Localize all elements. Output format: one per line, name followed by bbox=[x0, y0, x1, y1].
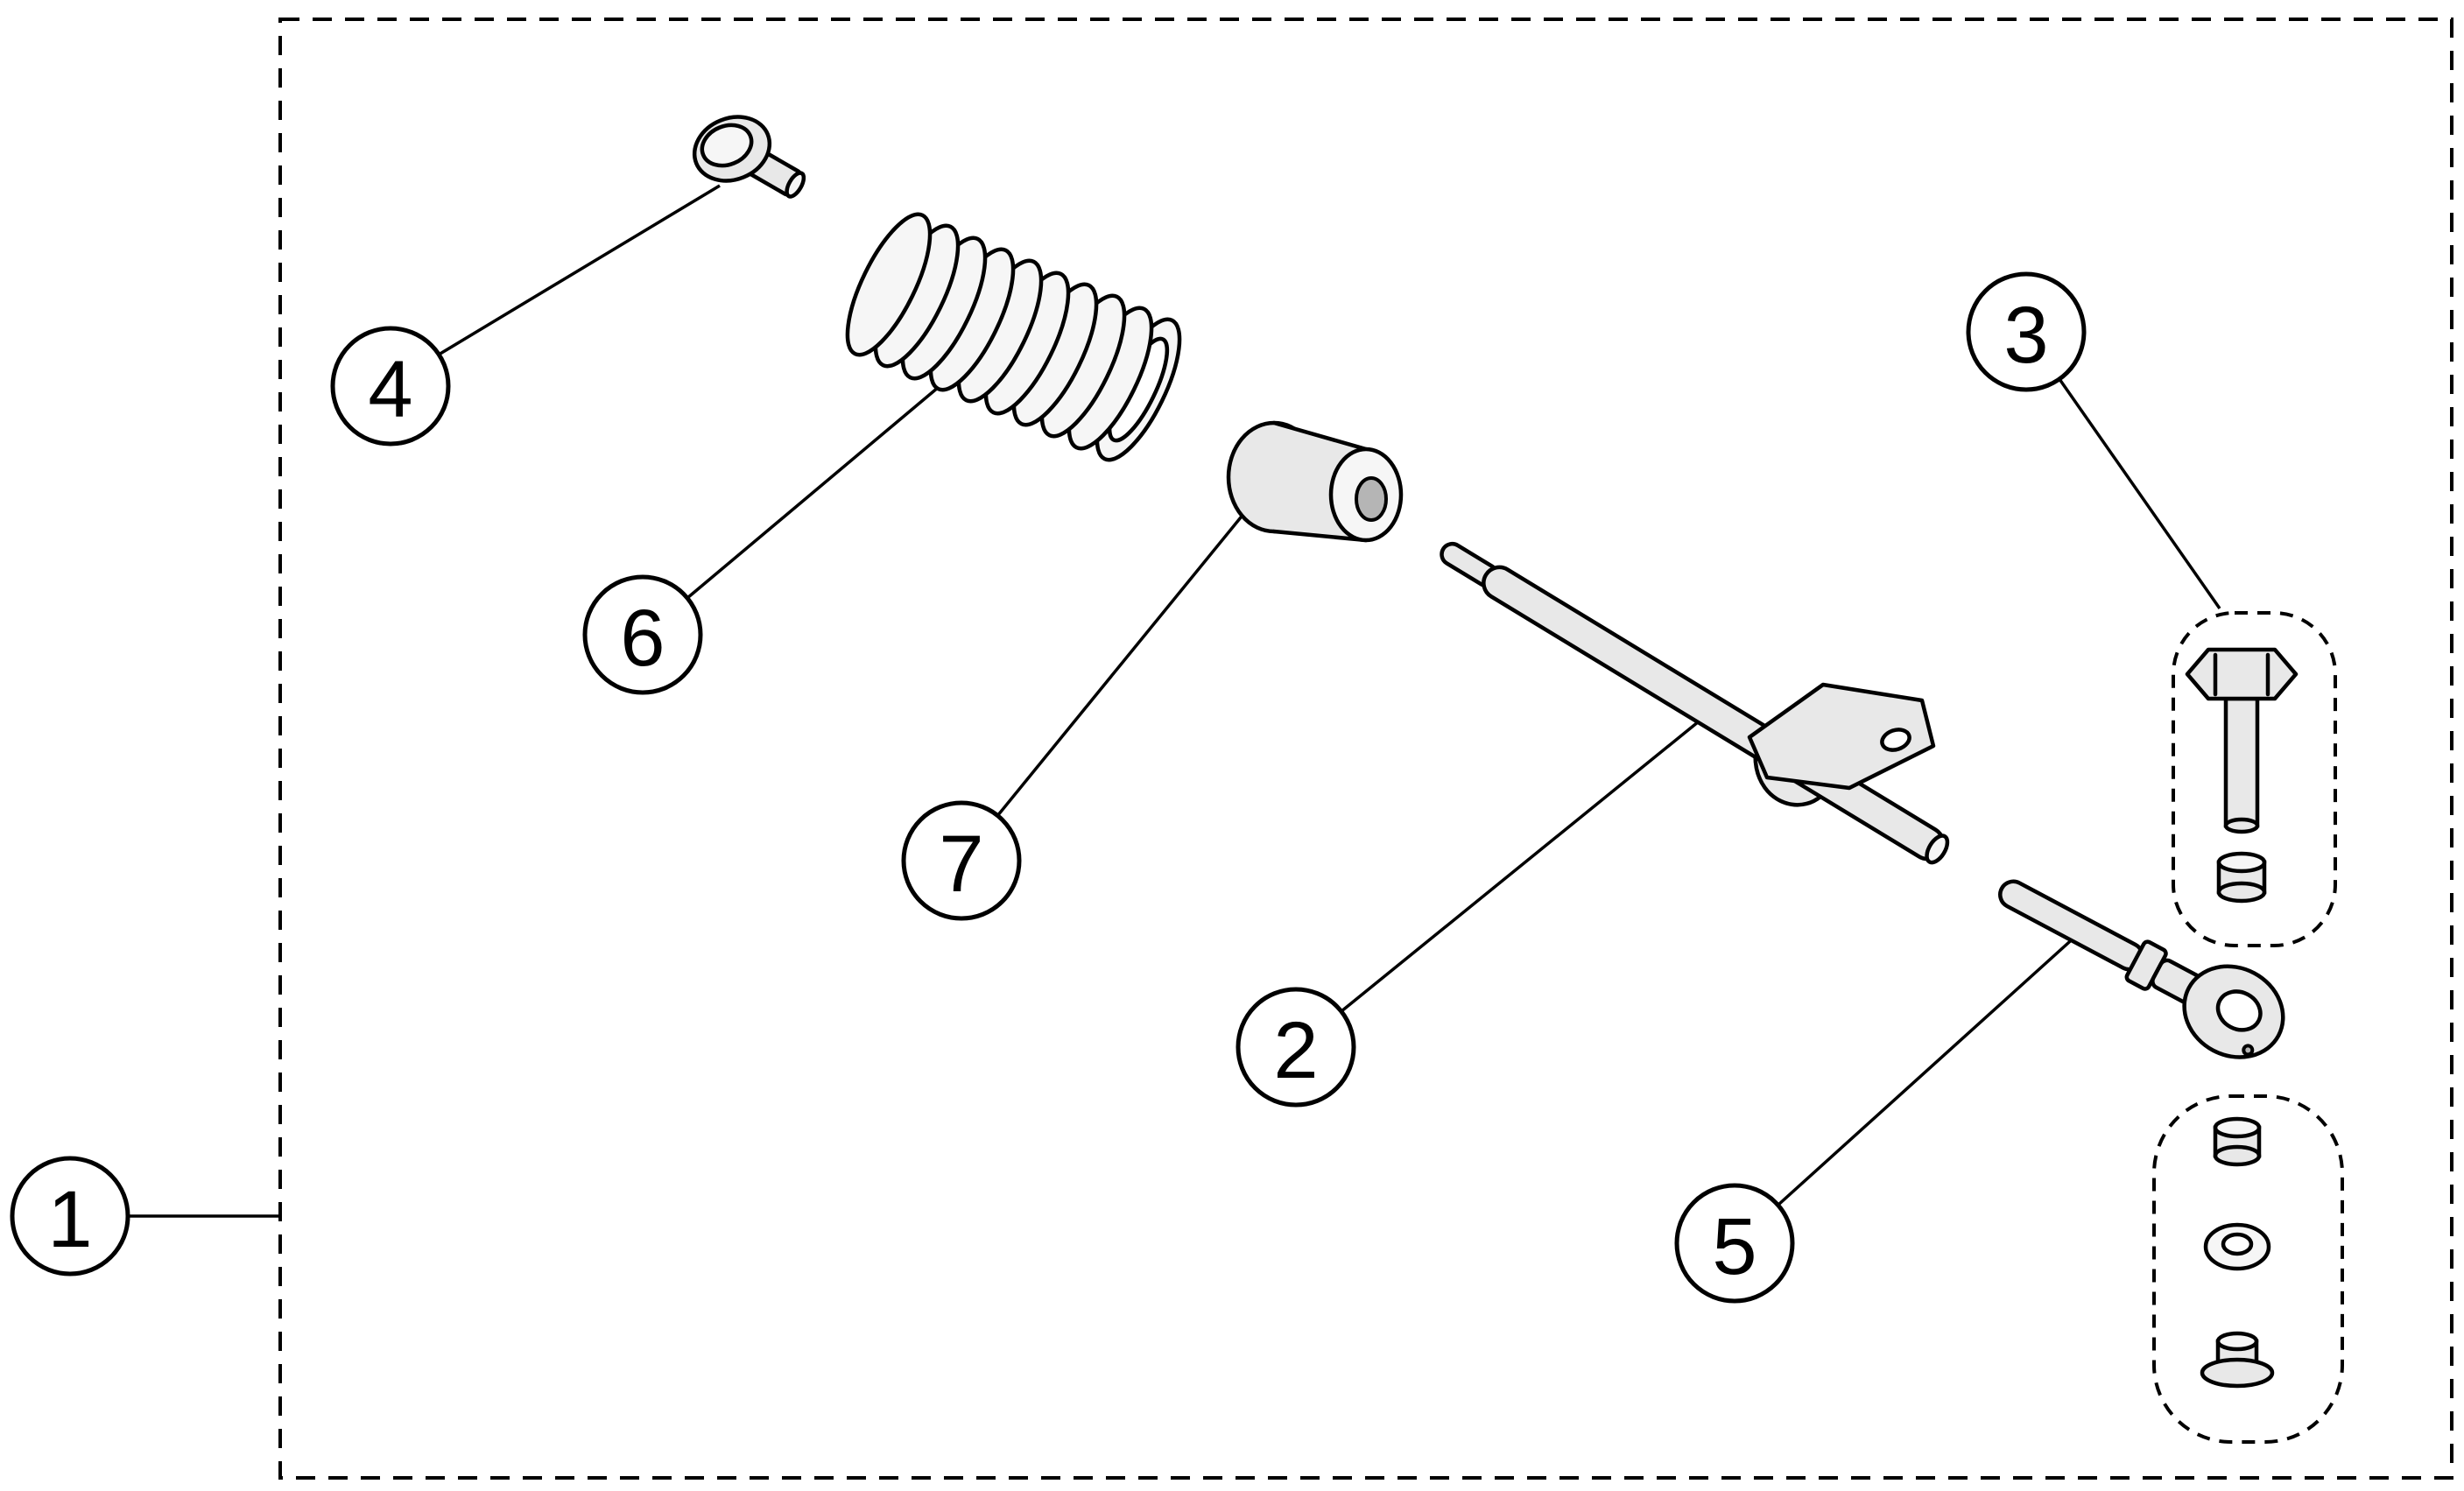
callout-2-label: 2 bbox=[1273, 1006, 1318, 1095]
bracket-plate bbox=[1747, 682, 1936, 791]
leader-line-4 bbox=[438, 184, 721, 356]
tie-rod-grease-hole bbox=[2242, 1044, 2255, 1057]
bolt-shank bbox=[2223, 696, 2260, 828]
leader-lines bbox=[128, 184, 2221, 1218]
callout-6-label: 6 bbox=[620, 594, 665, 683]
callout-3-label: 3 bbox=[2003, 291, 2048, 380]
part-rod-bracket bbox=[1440, 541, 1950, 865]
callout-5-label: 5 bbox=[1712, 1202, 1756, 1291]
hardware-group-upper-outline bbox=[2172, 611, 2337, 947]
callout-7-label: 7 bbox=[939, 819, 983, 909]
bushing-top-edge bbox=[1271, 420, 1369, 452]
hex-bolt bbox=[2185, 647, 2299, 834]
leader-line-3 bbox=[2058, 377, 2221, 610]
callout-6: 6 bbox=[582, 574, 703, 695]
callout-2: 2 bbox=[1236, 987, 1356, 1108]
part-tie-rod-end bbox=[1998, 879, 2285, 1059]
callout-7-circle bbox=[901, 800, 1022, 921]
callout-1-circle bbox=[10, 1156, 130, 1276]
flange-nut-flange bbox=[2200, 1357, 2275, 1389]
hardware-group-lower bbox=[2152, 1094, 2344, 1444]
hardware-group-lower-outline bbox=[2152, 1094, 2344, 1444]
bushing-bottom-edge bbox=[1271, 529, 1369, 543]
callout-4: 4 bbox=[330, 326, 451, 447]
callout-6-circle bbox=[582, 574, 703, 695]
callout-5: 5 bbox=[1674, 1183, 1795, 1304]
callout-3: 3 bbox=[1966, 271, 2087, 392]
flange-nut bbox=[2200, 1331, 2275, 1389]
spacer-nut bbox=[2216, 851, 2267, 904]
callout-4-circle bbox=[330, 326, 451, 447]
callout-2-circle bbox=[1236, 987, 1356, 1108]
leader-line-2 bbox=[1340, 716, 1705, 1013]
leader-line-7 bbox=[996, 502, 1254, 818]
washer-hole bbox=[2221, 1232, 2254, 1256]
rod-tip-opening bbox=[1925, 833, 1950, 865]
pin-head-face bbox=[700, 123, 754, 168]
part-spring bbox=[845, 212, 1182, 462]
bushing-hole bbox=[1355, 476, 1388, 522]
callout-3-circle bbox=[1966, 271, 2087, 392]
bolt-tip bbox=[2223, 817, 2260, 834]
part-bushing bbox=[1226, 420, 1404, 543]
hardware-group-upper bbox=[2172, 611, 2337, 947]
callout-1-label: 1 bbox=[47, 1175, 92, 1264]
pin-tip bbox=[785, 171, 806, 199]
callout-4-label: 4 bbox=[368, 345, 412, 434]
assembly-boundary bbox=[278, 18, 2453, 1480]
tie-rod-shaft bbox=[1998, 879, 2144, 972]
leader-line-5 bbox=[1777, 933, 2079, 1206]
part-pin bbox=[692, 115, 806, 199]
callout-7: 7 bbox=[901, 800, 1022, 921]
washer bbox=[2203, 1222, 2271, 1271]
callout-1: 1 bbox=[10, 1156, 130, 1276]
bolt-head bbox=[2185, 647, 2299, 701]
callout-5-circle bbox=[1674, 1183, 1795, 1304]
bracket-hole bbox=[1880, 728, 1911, 752]
tie-rod-eye-hole bbox=[2215, 989, 2263, 1032]
hex-nut bbox=[2213, 1116, 2262, 1167]
